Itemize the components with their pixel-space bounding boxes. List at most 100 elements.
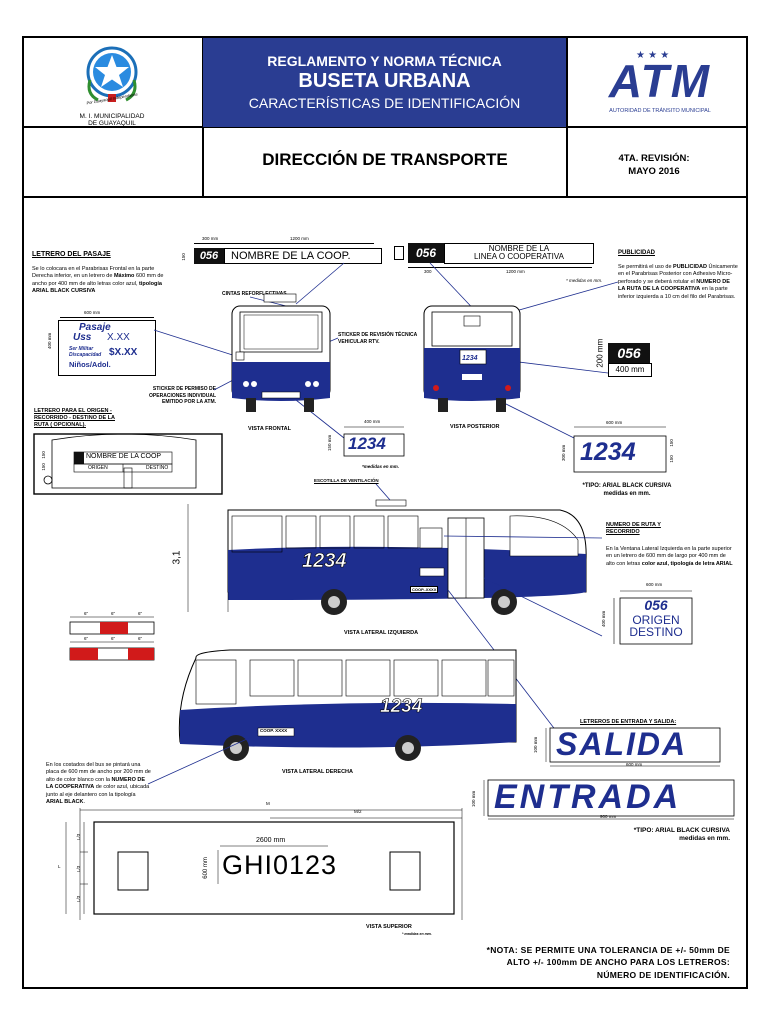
municipality-line2: DE GUAYAQUIL (88, 120, 136, 128)
coop-rear-dim-box (394, 246, 404, 260)
top-dim-m: M (266, 801, 270, 806)
sticker-permiso-label: STICKER DE PERMISO DE OPERACIONES INDIVI… (149, 386, 216, 405)
route-big-number: 1234 (580, 438, 636, 466)
top-dim-height: 600 mm (202, 857, 209, 879)
atm-logo: ★ ★ ★ ATM AUTORIDAD DE TRÁNSITO MUNICIPA… (590, 44, 730, 118)
right-side-bus-icon (178, 649, 517, 761)
tape-d1: 6" (84, 611, 89, 616)
side-sign-content: 056 ORIGEN DESTINO (620, 598, 692, 638)
title-line3: CARACTERÍSTICAS DE IDENTIFICACIÓN (248, 95, 521, 111)
coop-front-number: 056 (194, 248, 224, 264)
route-small-dim-h: 150 mm (327, 434, 333, 452)
origen-sign-text: NOMBRE DE LA COOP (86, 453, 162, 460)
atm-stars-icon: ★ ★ ★ (636, 50, 669, 61)
tape-d6: 6" (138, 636, 143, 641)
svg-text:1234: 1234 (462, 355, 478, 362)
route-big-dim-h1: 300 mm (561, 444, 567, 462)
top-dim-l3a: L/3 (76, 833, 82, 841)
header-vline-2 (566, 36, 568, 198)
coop-front-text: NOMBRE DE LA COOP. (224, 248, 382, 264)
entrada-sign-box (487, 779, 735, 817)
vista-lateral-der-label: VISTA LATERAL DERECHA (282, 769, 353, 775)
pasaje-dim-width: 600 mm (84, 310, 101, 315)
rear-number: 056 (608, 343, 650, 363)
title-line1: REGLAMENTO Y NORMA TÉCNICA (267, 53, 502, 69)
revision-line1: 4TA. REVISIÓN: (618, 153, 690, 164)
route-big-dim-h2: 150 (668, 439, 674, 447)
coop-rear-dim-left: 300 (424, 269, 432, 274)
header-divider-2 (22, 196, 748, 198)
header-divider-1 (22, 126, 748, 128)
right-coop-plate: COOP. XXXX (260, 728, 288, 733)
origen-heading: LETRERO PARA EL ORIGEN - RECORRIDO - DES… (34, 408, 115, 428)
vista-superior-label: VISTA SUPERIOR (366, 924, 412, 930)
side-sign-destino: DESTINO (629, 625, 683, 639)
pasaje-sign-line1: Pasaje (79, 322, 111, 333)
coop-front-dim-right: 1200 mm (290, 236, 309, 241)
entrada-text: ENTRADA (494, 778, 682, 816)
atm-subtitle: AUTORIDAD DE TRÁNSITO MUNICIPAL (609, 108, 711, 114)
municipality-name: M. I. MUNICIPALIDAD DE GUAYAQUIL (60, 113, 164, 127)
entrada-dim-w: 900 mm (600, 814, 617, 819)
revision-line2: MAYO 2016 (628, 166, 680, 178)
coop-front-dim-line (194, 243, 374, 244)
tape-d2: 6" (111, 611, 116, 616)
top-view-drawing (65, 808, 463, 920)
salida-dim-w: 600 mm (626, 762, 643, 767)
salida-text: SALIDA (556, 726, 688, 762)
tape-d5: 6" (111, 636, 116, 641)
pasaje-sign-line4: Discapacidad (69, 352, 102, 358)
svg-text:★ ★ ★: ★ ★ ★ (636, 50, 669, 61)
ruta-heading: NUMERO DE RUTA Y RECORRIDO (606, 522, 661, 535)
page-frame (22, 36, 748, 989)
sticker-revision-label: STICKER DE REVISIÓN TÉCNICA VEHICULAR RT… (338, 332, 417, 345)
municipality-line1: M. I. MUNICIPALIDAD (79, 113, 145, 120)
vista-posterior-label: VISTA POSTERIOR (450, 424, 500, 430)
ruta-text: En la Ventana Lateral Izquierda en la pa… (606, 546, 733, 567)
right-bus-number: 1234 (380, 696, 423, 718)
side-sign-origen: ORIGEN (632, 613, 680, 627)
origen-sign-drawing (33, 433, 223, 495)
rear-number-dim-w: 400 mm (608, 363, 652, 377)
coop-rear-text: NOMBRE DE LA LINEA O COOPERATIVA (444, 243, 594, 264)
origen-label: ORIGEN (88, 465, 108, 471)
side-sign-dim-w: 600 mm (646, 582, 663, 587)
tape-d4: 6" (84, 636, 89, 641)
tolerance-note: *NOTA: SE PERMITE UNA TOLERANCIA DE +/- … (424, 944, 730, 981)
pasaje-sign-price1: X.XX (107, 332, 130, 343)
route-small-number: 1234 (348, 434, 386, 453)
salida-dim-h: 100 mm (533, 736, 539, 754)
route-small-note: *medidas en mm. (362, 464, 400, 469)
route-big-dim-h3: 150 (668, 455, 674, 463)
entrada-dim-h: 100 mm (471, 790, 477, 808)
destino-label: DESTINO (146, 465, 169, 471)
rear-bus-icon: 1234 (423, 305, 521, 412)
top-dim-l3b: L/3 (76, 865, 82, 873)
top-dim-l3c: L/3 (76, 895, 82, 903)
bus-height-label: 3,1 (171, 550, 183, 565)
municipal-seal-icon (72, 44, 152, 108)
pasaje-sign-price2: $X.XX (109, 347, 138, 358)
tolerance-line2: ALTO +/- 100mm DE ANCHO PARA LOS LETRERO… (506, 957, 730, 968)
top-dim-m2: M/2 (354, 809, 362, 814)
pasaje-sign-line2: Uss (73, 332, 92, 343)
top-note: * medidas en mm. (402, 932, 432, 936)
cintas-label: CINTAS REFORFLECTIVAS (222, 291, 287, 297)
salida-sign-box (549, 727, 721, 763)
tolerance-line1: *NOTA: SE PERMITE UNA TOLERANCIA DE +/- … (486, 945, 730, 955)
tolerance-line3: NÚMERO DE IDENTIFICACIÓN. (596, 969, 730, 980)
escotilla-label: ESCOTILLA DE VENTILACIÓN (314, 478, 379, 483)
coop-rear-dim-line (408, 267, 592, 268)
top-plate: GHI0123 (222, 850, 338, 880)
route-type-note: *TIPO: ARIAL BLACK CURSIVA medidas en mm… (582, 483, 672, 497)
revision-info: 4TA. REVISIÓN: MAYO 2016 (584, 152, 724, 179)
title-line2: BUSETA URBANA (298, 70, 471, 92)
pasaje-heading: LETRERO DEL PASAJE (32, 251, 111, 258)
publicidad-heading: PUBLICIDAD (618, 250, 655, 256)
route-sign-small-box (343, 433, 405, 457)
coop-rear-dim-right: 1200 mm (506, 269, 525, 274)
side-sign-dim-h: 400 mm (601, 610, 607, 628)
title-banner: REGLAMENTO Y NORMA TÉCNICA BUSETA URBANA… (203, 38, 566, 127)
direction-title: DIRECCIÓN DE TRANSPORTE (262, 150, 508, 169)
